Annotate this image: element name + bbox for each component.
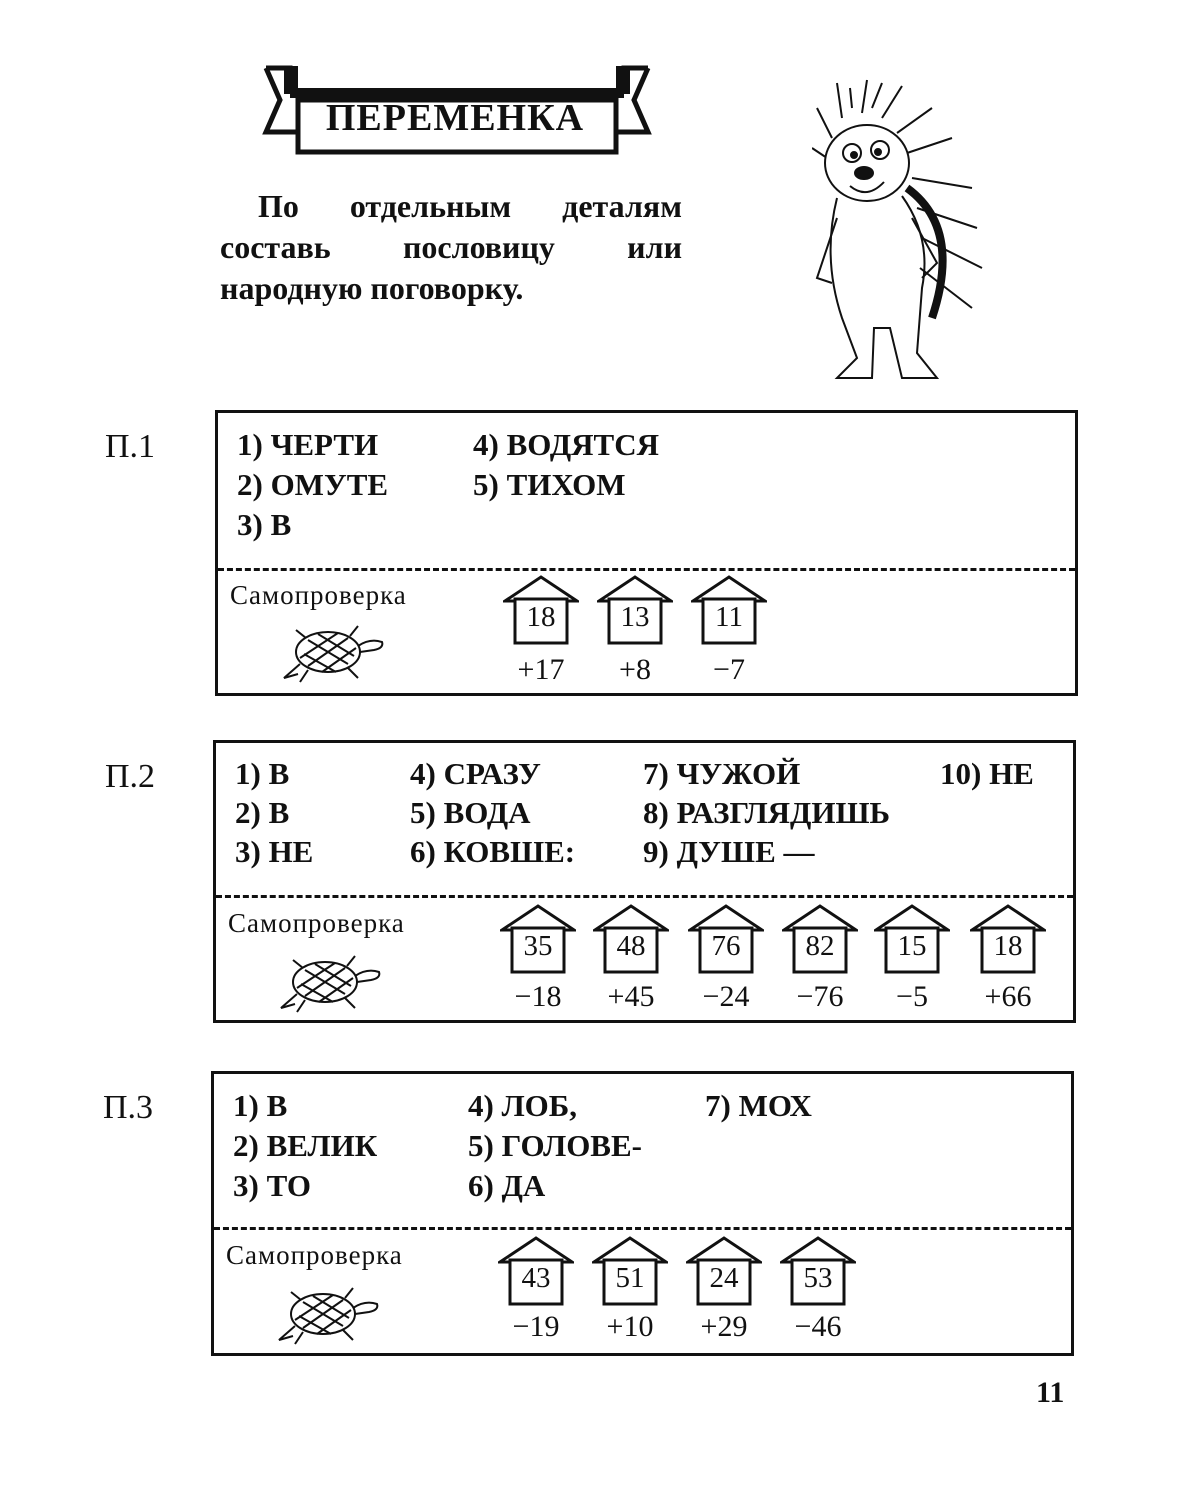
word-item: 8) РАЗГЛЯДИШЬ — [643, 795, 891, 830]
house-operation: −46 — [794, 1310, 842, 1343]
house-operation: −7 — [713, 653, 745, 686]
house-icon — [691, 575, 767, 645]
house-icon — [592, 1236, 668, 1306]
dashed-divider — [216, 895, 1073, 898]
house-number: 53 — [803, 1262, 833, 1294]
answer-house: 24 — [686, 1236, 762, 1306]
answer-house: 48 — [593, 904, 669, 974]
house-number: 43 — [521, 1262, 551, 1294]
self-check-label: Самопроверка — [228, 908, 405, 938]
word-item: 5) ГОЛОВЕ- — [468, 1128, 642, 1163]
house-icon — [500, 904, 576, 974]
exercise-label: П.2 — [105, 758, 156, 795]
self-check-label: Самопроверка — [230, 580, 407, 610]
house-icon — [688, 904, 764, 974]
house-operation: +8 — [619, 653, 651, 686]
answer-house: 18 — [970, 904, 1046, 974]
house-icon — [874, 904, 950, 974]
exercise-box — [213, 740, 1076, 1023]
house-icon — [503, 575, 579, 645]
word-item: 3) ТО — [233, 1168, 311, 1203]
house-operation: −18 — [514, 980, 562, 1013]
house-icon — [970, 904, 1046, 974]
word-item: 1) В — [233, 1088, 288, 1123]
house-number: 48 — [616, 930, 646, 962]
word-item: 1) В — [235, 756, 290, 791]
instructions: По отдельным деталям составь пословицу и… — [220, 186, 682, 309]
word-item: 1) ЧЕРТИ — [237, 427, 379, 462]
answer-house: 35 — [500, 904, 576, 974]
house-operation: +66 — [984, 980, 1032, 1013]
word-item: 9) ДУШЕ — — [643, 834, 815, 869]
word-item: 6) КОВШЕ: — [410, 834, 576, 869]
word-item: 2) В — [235, 795, 290, 830]
house-operation: −76 — [796, 980, 844, 1013]
house-number: 51 — [615, 1262, 645, 1294]
answer-house: 53 — [780, 1236, 856, 1306]
page-number: 11 — [1036, 1376, 1065, 1409]
self-check-label: Самопроверка — [226, 1240, 403, 1270]
house-operation: −24 — [702, 980, 750, 1013]
house-icon — [782, 904, 858, 974]
dashed-divider — [214, 1227, 1071, 1230]
word-item: 4) ЛОБ, — [468, 1088, 578, 1123]
house-icon — [498, 1236, 574, 1306]
answer-house: 18 — [503, 575, 579, 645]
house-operation: −5 — [896, 980, 928, 1013]
word-item: 3) В — [237, 507, 292, 542]
house-number: 18 — [993, 930, 1023, 962]
house-operation: +17 — [517, 653, 565, 686]
house-operation: +29 — [700, 1310, 748, 1343]
house-icon — [686, 1236, 762, 1306]
word-item: 4) ВОДЯТСЯ — [473, 427, 659, 462]
exercise-box — [215, 410, 1078, 696]
house-number: 82 — [805, 930, 835, 962]
answer-house: 82 — [782, 904, 858, 974]
house-icon — [597, 575, 673, 645]
exercise-label: П.1 — [105, 428, 156, 465]
word-item: 7) ЧУЖОЙ — [643, 756, 801, 791]
answer-house: 51 — [592, 1236, 668, 1306]
house-icon — [593, 904, 669, 974]
word-item: 7) МОХ — [705, 1088, 812, 1123]
house-number: 11 — [715, 601, 743, 633]
word-item: 5) ТИХОМ — [473, 467, 626, 502]
house-number: 35 — [523, 930, 553, 962]
house-number: 24 — [709, 1262, 739, 1294]
house-operation: +10 — [606, 1310, 654, 1343]
answer-house: 11 — [691, 575, 767, 645]
answer-house: 15 — [874, 904, 950, 974]
house-number: 13 — [620, 601, 650, 633]
word-item: 6) ДА — [468, 1168, 546, 1203]
word-item: 3) НЕ — [235, 834, 314, 869]
dashed-divider — [218, 568, 1075, 571]
answer-house: 76 — [688, 904, 764, 974]
turtle-icon — [275, 948, 385, 1013]
word-item: 4) СРАЗУ — [410, 756, 541, 791]
turtle-icon — [273, 1280, 383, 1345]
turtle-icon — [278, 618, 388, 683]
word-item: 10) НЕ — [940, 756, 1034, 791]
answer-house: 13 — [597, 575, 673, 645]
instructions-text: По отдельным деталям составь пословицу и… — [220, 188, 682, 306]
house-icon — [780, 1236, 856, 1306]
house-number: 18 — [526, 601, 556, 633]
answer-house: 43 — [498, 1236, 574, 1306]
house-number: 15 — [897, 930, 927, 962]
house-operation: +45 — [607, 980, 655, 1013]
house-operation: −19 — [512, 1310, 560, 1343]
word-item: 5) ВОДА — [410, 795, 531, 830]
page-title: ПЕРЕМЕНКА — [325, 97, 585, 139]
word-item: 2) ВЕЛИК — [233, 1128, 378, 1163]
title-banner — [262, 65, 652, 155]
word-item: 2) ОМУТЕ — [237, 467, 389, 502]
exercise-label: П.3 — [103, 1089, 154, 1126]
house-number: 76 — [711, 930, 741, 962]
hedgehog-illustration — [812, 79, 983, 379]
exercise-box — [211, 1071, 1074, 1356]
